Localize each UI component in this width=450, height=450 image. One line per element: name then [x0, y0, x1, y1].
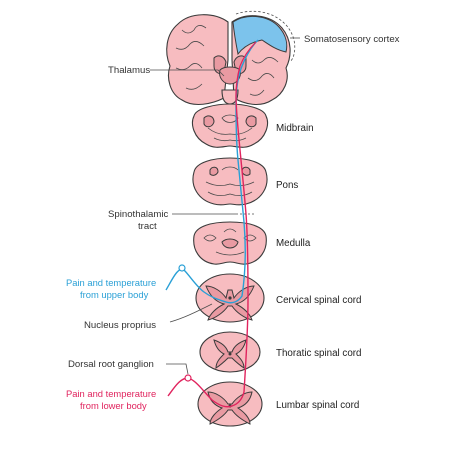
- cervical-section: [195, 273, 265, 323]
- label-midbrain: Midbrain: [276, 123, 314, 134]
- label-nucleus-proprius: Nucleus proprius: [84, 320, 156, 331]
- lower-body-pathway: [167, 65, 249, 408]
- leader-thalamus: [150, 69, 225, 77]
- label-somatosensory-cortex: Somatosensory cortex: [304, 34, 400, 45]
- label-upper-line1: Pain and temperature: [66, 277, 156, 288]
- pons-section: [192, 157, 268, 206]
- label-thoratic: Thoratic spinal cord: [276, 348, 362, 359]
- upper-ganglion: [178, 264, 186, 272]
- label-dorsal-root-ganglion: Dorsal root ganglion: [68, 359, 154, 370]
- medulla-olives: [203, 228, 257, 256]
- midbrain-section: [191, 103, 269, 148]
- label-medulla: Medulla: [276, 238, 311, 249]
- label-lower-line2: from lower body: [80, 400, 147, 411]
- brain-section: [166, 10, 296, 106]
- pons-fibres: [205, 166, 255, 196]
- left-gyri: [175, 25, 207, 90]
- label-pons: Pons: [276, 180, 298, 191]
- label-spinothalamic-line1: Spinothalamic: [108, 209, 168, 220]
- thoracic-section: [199, 331, 261, 373]
- label-upper-line2: from upper body: [80, 289, 149, 300]
- lumbar-section: [197, 381, 263, 427]
- label-thalamus: Thalamus: [108, 65, 150, 76]
- right-gyri: [247, 57, 279, 96]
- label-lumbar: Lumbar spinal cord: [276, 400, 359, 411]
- label-cervical: Cervical spinal cord: [276, 295, 361, 306]
- midbrain-aqueduct: [207, 114, 253, 142]
- medulla-section: [193, 221, 267, 265]
- label-lower-line1: Pain and temperature: [66, 388, 156, 399]
- leader-nucleus: [169, 303, 213, 323]
- left-hemisphere: [166, 14, 229, 106]
- label-spinothalamic-line2: tract: [138, 221, 157, 232]
- lower-ganglion: [184, 374, 192, 382]
- upper-body-pathway: [165, 39, 259, 304]
- somatosensory-highlight: [232, 15, 288, 56]
- leader-drg: [166, 363, 189, 375]
